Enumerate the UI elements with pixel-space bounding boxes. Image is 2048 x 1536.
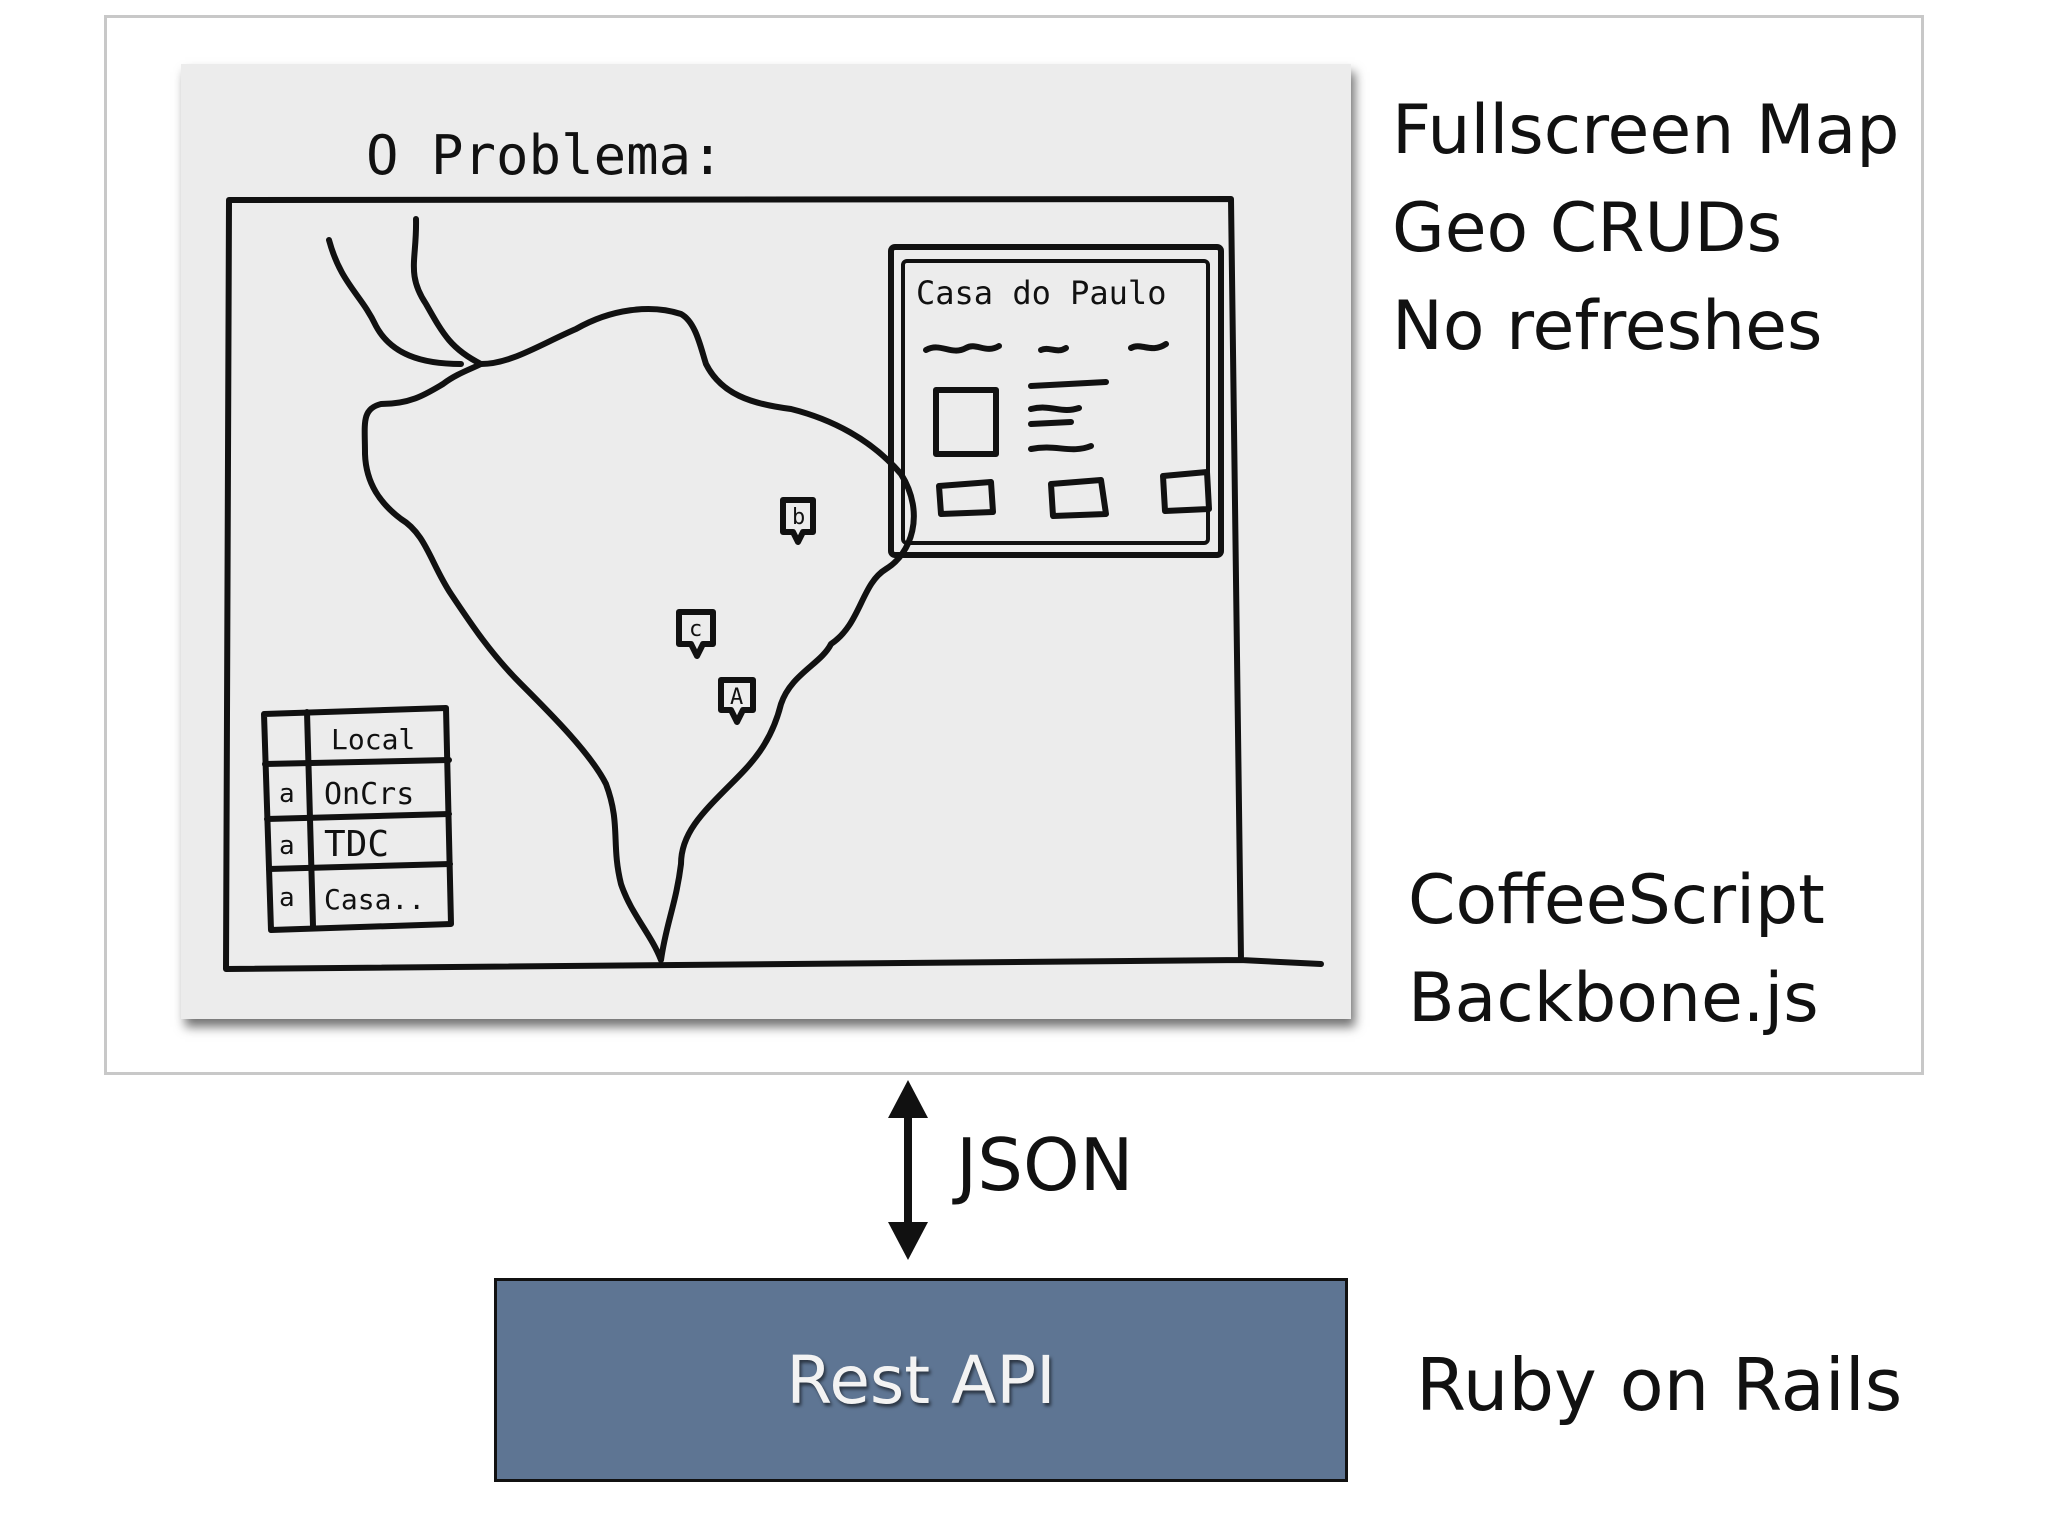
marker-label: b [792, 505, 805, 530]
panel-button [1160, 469, 1212, 514]
north-land-line-2 [410, 216, 484, 367]
bidirectional-arrow-icon [888, 1080, 928, 1260]
panel-button [1048, 477, 1109, 519]
table-row-icon: a [279, 779, 295, 809]
hand-drawn-map-sketch: O Problema: Casa do Paulo Local a OnCrs … [181, 64, 1351, 1019]
continent-outline [361, 306, 917, 963]
backend-tech-label: Ruby on Rails [1416, 1343, 1903, 1427]
table-row-name: OnCrs [324, 777, 414, 812]
frontend-tech-list: CoffeeScript Backbone.js [1408, 852, 1825, 1048]
panel-title: Casa do Paulo [916, 274, 1166, 312]
map-border [223, 196, 1324, 972]
table-header: Local [331, 723, 415, 756]
table-row-icon: a [279, 831, 295, 861]
table-row-icon: a [279, 883, 295, 913]
sketch-title: O Problema: [366, 124, 724, 187]
table-row-name: Casa.. [324, 883, 425, 916]
tech-backbone: Backbone.js [1408, 959, 1819, 1038]
map-marker [676, 609, 716, 659]
tech-coffeescript: CoffeeScript [1408, 861, 1825, 940]
feature-geo-cruds: Geo CRUDs [1392, 189, 1783, 268]
location-table [261, 705, 454, 933]
map-marker [780, 497, 816, 545]
rest-api-label: Rest API [786, 1341, 1056, 1419]
feature-fullscreen-map: Fullscreen Map [1392, 91, 1900, 170]
frontend-frame [104, 15, 1924, 1075]
rest-api-box: Rest API [494, 1278, 1348, 1482]
panel-button [936, 479, 996, 517]
panel-photo [933, 387, 999, 457]
map-marker [718, 677, 756, 725]
feature-no-refreshes: No refreshes [1392, 287, 1823, 366]
marker-label: A [730, 685, 743, 710]
info-panel [888, 244, 1224, 558]
table-row-name: TDC [324, 824, 389, 865]
frontend-features-list: Fullscreen Map Geo CRUDs No refreshes [1392, 82, 1899, 376]
marker-label: c [689, 617, 702, 642]
connector-label: JSON [956, 1123, 1134, 1207]
north-land-line [326, 237, 464, 367]
